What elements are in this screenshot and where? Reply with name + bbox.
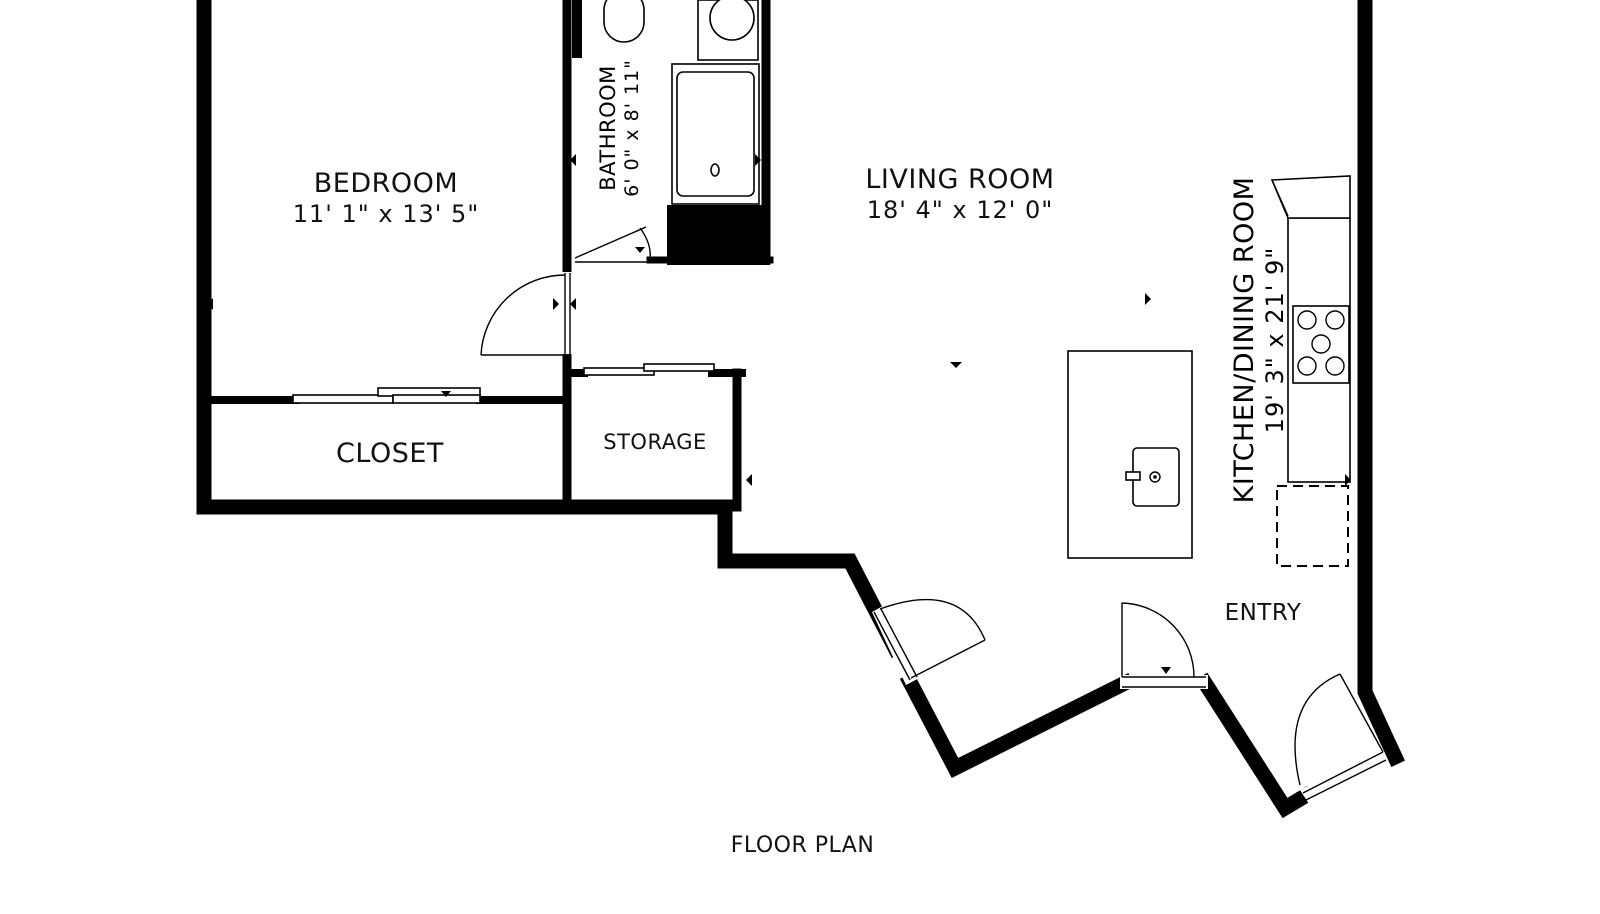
south-wall	[899, 671, 1136, 779]
bathroom-door	[574, 226, 651, 263]
living-room-label: LIVING ROOM 18' 4" x 12' 0"	[828, 164, 1092, 225]
bedroom-dimensions: 11' 1" x 13' 5"	[292, 200, 480, 229]
closet-label: CLOSET	[300, 438, 480, 470]
bathroom-label: BATHROOM 6' 0" x 8' 11"	[596, 58, 652, 198]
entry-name: ENTRY	[1224, 600, 1302, 626]
west-wall	[196, 0, 906, 659]
east-wall	[1357, 0, 1405, 767]
tub-drain-icon	[710, 163, 720, 177]
bedroom-label: BEDROOM 11' 1" x 13' 5"	[276, 168, 496, 229]
interior-walls	[200, 0, 774, 512]
southwest-door	[872, 598, 986, 685]
southeast-door	[1294, 673, 1389, 804]
bath-wall-stub	[572, 0, 582, 58]
closet-sliding-doors	[292, 387, 481, 404]
fridge-space	[1276, 485, 1349, 567]
bathroom-dimensions: 6' 0" x 8' 11"	[621, 59, 644, 197]
entry-label: ENTRY	[1208, 600, 1318, 628]
living-room-dimensions: 18' 4" x 12' 0"	[866, 196, 1054, 225]
bedroom-door	[480, 272, 574, 356]
living-room-name: LIVING ROOM	[865, 164, 1055, 195]
entry-south-wall	[1194, 672, 1316, 819]
kitchen-island	[1067, 350, 1193, 559]
kitchen-counter	[1270, 175, 1351, 567]
exterior-walls	[196, 0, 1405, 819]
toilet-icon	[603, 0, 645, 43]
kitchen-name: KITCHEN/DINING ROOM	[1229, 176, 1260, 504]
bathtub-inner	[676, 71, 755, 197]
storage-label: STORAGE	[584, 430, 726, 455]
floor-plan-caption: FLOOR PLAN	[700, 833, 905, 859]
stove-icon	[1292, 305, 1350, 384]
bedroom-name: BEDROOM	[313, 168, 459, 199]
caption-text: FLOOR PLAN	[730, 833, 875, 858]
storage-name: STORAGE	[603, 430, 707, 454]
bathroom-fixtures	[603, 0, 760, 205]
closet-name: CLOSET	[336, 438, 444, 469]
kitchen-label: KITCHEN/DINING ROOM 19' 3" x 21' 9"	[1229, 155, 1299, 525]
sink-basin-icon	[709, 0, 755, 41]
entry-door	[1120, 602, 1208, 689]
storage-sliding-doors	[583, 363, 715, 376]
marker-triangles	[207, 154, 1351, 486]
bathroom-name: BATHROOM	[596, 65, 620, 191]
bath-wall-block	[667, 205, 770, 265]
kitchen-dimensions: 19' 3" x 21' 9"	[1261, 246, 1290, 434]
